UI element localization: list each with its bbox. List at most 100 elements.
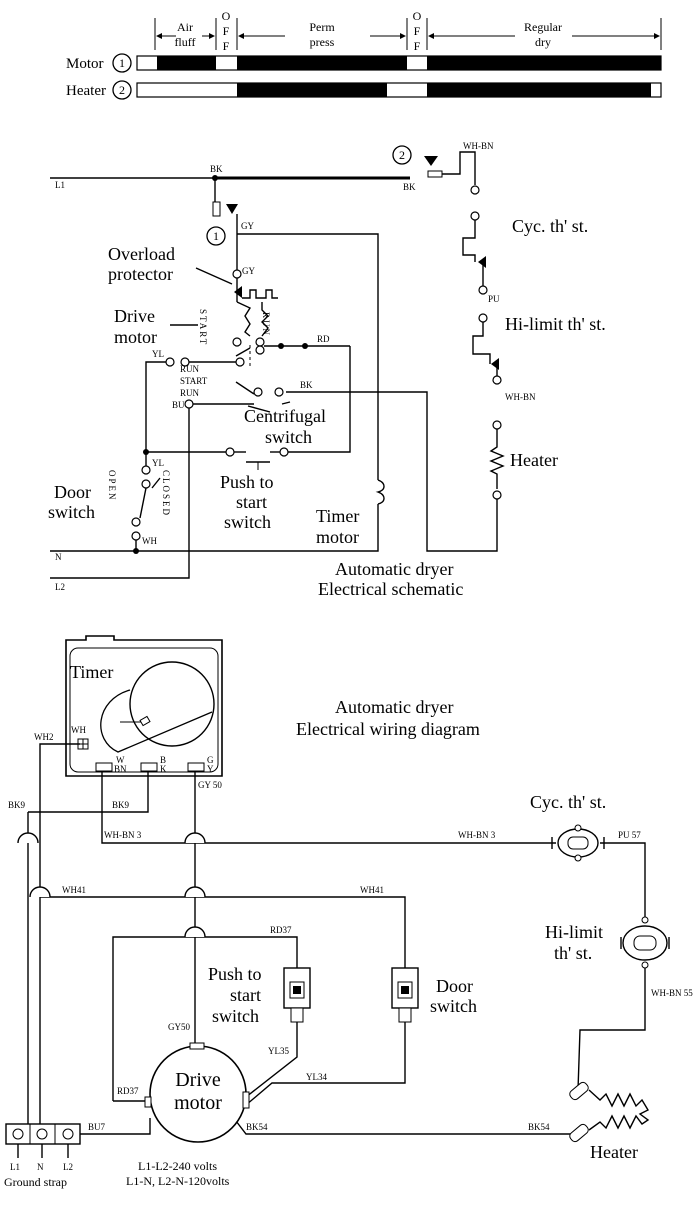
motor-row-number: 1 — [119, 56, 125, 70]
timer-motor-label-2: motor — [316, 527, 359, 547]
overload-label-2: protector — [108, 264, 173, 284]
schematic-push-label-1: Push to — [220, 472, 274, 492]
timer-term-k: K — [160, 764, 167, 774]
wiring-title-1: Automatic dryer — [335, 697, 453, 717]
bk-top-label: BK — [210, 164, 223, 174]
bk9-label-b: BK9 — [112, 800, 130, 810]
hilimit-thermostat-label: Hi-limit th' st. — [505, 314, 606, 334]
bk54-label-b: BK54 — [528, 1122, 550, 1132]
wiring-drive-label-2: motor — [174, 1092, 222, 1114]
phase-off2-f1: F — [414, 24, 421, 38]
schematic-title-2: Electrical schematic — [318, 579, 463, 599]
wiring-push-label-2: start — [230, 985, 261, 1005]
wiring-door-label-2: switch — [430, 996, 477, 1016]
cyc-thermostat — [551, 824, 605, 862]
door-switch — [391, 967, 419, 1023]
hilimit-thermostat — [620, 916, 670, 969]
phase-fluff-label: fluff — [174, 35, 195, 49]
terminal-l1-label: L1 — [10, 1162, 20, 1172]
timer-term-w: W — [116, 755, 125, 765]
yl34-label: YL34 — [306, 1072, 327, 1082]
schematic-door-label-2: switch — [48, 502, 95, 522]
drive-motor — [144, 1042, 250, 1143]
overload-label-1: Overload — [108, 244, 175, 264]
terminal-l2-label: L2 — [63, 1162, 73, 1172]
timer-term-b: B — [160, 755, 166, 765]
gy-label-2: GY — [242, 266, 255, 276]
phase-air-label: Air — [177, 20, 193, 34]
heater-element — [569, 1081, 650, 1143]
heater-row-number: 2 — [119, 83, 125, 97]
wiring-push-label-1: Push to — [208, 964, 262, 984]
phase-dry-label: dry — [535, 35, 551, 49]
timer-wh-label: WH — [71, 725, 86, 735]
wiring-hilimit-label-2: th' st. — [554, 943, 592, 963]
wh-bn-mid-label: WH-BN — [505, 392, 536, 402]
yl-label-2: YL — [152, 458, 164, 468]
phase-regular-label: Regular — [524, 20, 562, 34]
open-vertical-label: OPEN — [107, 470, 117, 502]
schematic-door-label-1: Door — [54, 482, 91, 502]
timer-motor-label-1: Timer — [316, 506, 359, 526]
cyc-thermostat-label: Cyc. th' st. — [512, 216, 588, 236]
ground-strap-label: Ground strap — [4, 1175, 67, 1189]
phase-press-label: press — [310, 35, 335, 49]
whbn55-label: WH-BN 55 — [651, 988, 693, 998]
phase-off1-f1: F — [223, 24, 230, 38]
voltage-note-1: L1-L2-240 volts — [138, 1159, 217, 1173]
bu-label: BU — [172, 400, 185, 410]
pu57-label: PU 57 — [618, 830, 641, 840]
timer-term-g: G — [207, 755, 214, 765]
wh-label: WH — [142, 536, 157, 546]
n-line-label: N — [55, 552, 62, 562]
centrifugal-label-1: Centrifugal — [244, 406, 326, 426]
run-label-2: RUN — [180, 388, 200, 398]
wiring-cyc-label: Cyc. th' st. — [530, 792, 606, 812]
schematic-heater-label: Heater — [510, 450, 558, 470]
run-label-1: RUN — [180, 364, 200, 374]
wh41-label-b: WH41 — [360, 885, 384, 895]
terminal-block — [5, 1123, 81, 1158]
timer-dial — [129, 661, 215, 747]
wiring-hilimit-label-1: Hi-limit — [545, 922, 603, 942]
phase-off1-o: O — [222, 9, 231, 23]
drive-motor-label-1: Drive — [114, 306, 155, 326]
phase-off2-o: O — [413, 9, 422, 23]
whbn3-label-a: WH-BN 3 — [104, 830, 142, 840]
yl35-label: YL35 — [268, 1046, 289, 1056]
bk54-label-a: BK54 — [246, 1122, 268, 1132]
schematic-push-label-3: switch — [224, 512, 271, 532]
wiring-diagram: Automatic dryer Electrical wiring diagra… — [4, 635, 693, 1189]
schematic-circle-2: 2 — [399, 148, 405, 162]
rd37-left-label: RD37 — [117, 1086, 139, 1096]
start-vertical-label: START — [198, 309, 208, 346]
wiring-door-label-1: Door — [436, 976, 473, 996]
wiring-drive-label-1: Drive — [175, 1069, 221, 1091]
rd37-top-label: RD37 — [270, 925, 292, 935]
timer-term-bn: BN — [114, 764, 127, 774]
gy-label-1: GY — [241, 221, 254, 231]
wh41-label-a: WH41 — [62, 885, 86, 895]
heater-row-label: Heater — [66, 83, 106, 99]
timer-label: Timer — [70, 662, 113, 682]
bu7-label: BU7 — [88, 1122, 106, 1132]
yl-label-1: YL — [152, 349, 164, 359]
bk-mid-label: BK — [300, 380, 313, 390]
timing-chart: Air fluff O F F Perm press O F F Regular… — [66, 9, 662, 100]
voltage-note-2: L1-N, L2-N-120volts — [126, 1174, 230, 1188]
wh-bn-top-label: WH-BN — [463, 141, 494, 151]
push-to-start-switch — [283, 967, 311, 1023]
gy50-top-label: GY 50 — [198, 780, 222, 790]
rd-label: RD — [317, 334, 330, 344]
phase-off1-f2: F — [223, 39, 230, 53]
bk-right-label: BK — [403, 182, 416, 192]
wiring-push-label-3: switch — [212, 1006, 259, 1026]
schematic-circle-1: 1 — [213, 229, 219, 243]
run-vertical-label: RUN — [261, 312, 271, 337]
terminal-n-label: N — [37, 1162, 44, 1172]
phase-perm-label: Perm — [309, 20, 335, 34]
start-label: START — [180, 376, 208, 386]
l2-line-label: L2 — [55, 582, 65, 592]
